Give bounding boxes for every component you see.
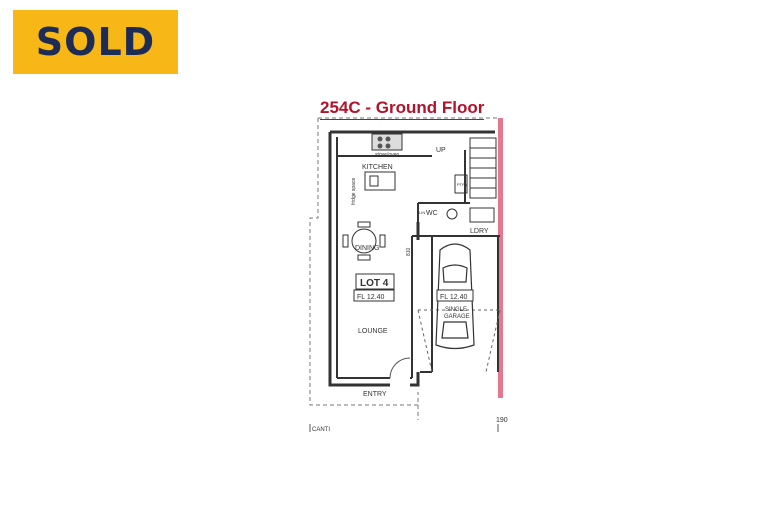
entry-door-swing [389,357,411,379]
plan-title: 254C - Ground Floor [320,98,485,120]
pantry [454,174,468,194]
eave-outline [309,117,500,420]
fridge-label: fridge space [351,178,357,205]
stove-label: stove/oven [375,152,399,158]
dining-table [342,221,386,261]
canti-label: CANTI [312,427,330,433]
sink-icon [369,175,379,187]
sold-label: SOLD [35,20,156,64]
linen-label: LIN [419,210,425,215]
lot-fl-label: FL 12.40 [357,294,384,301]
wc-label: WC [426,210,438,217]
lot-label-box [355,273,395,290]
garage-label-line1: SINGLE [445,307,467,313]
garage-fl-box [436,289,474,302]
stairs [469,137,497,199]
kitchen-label: KITCHEN [362,164,393,171]
sold-badge: SOLD [13,10,178,74]
exterior-walls [328,130,495,387]
garage-label-line2: GARAGE [444,314,470,320]
laundry-tub [469,207,495,223]
interior-walls [336,137,500,379]
boundary-line [498,118,503,398]
lot-fl-box [353,289,395,302]
lot-label: LOT 4 [360,278,389,289]
toilet-icon [446,208,458,220]
garage-fl-label: FL 12.40 [440,294,467,301]
opening-dimension: 810 [406,247,412,256]
car-outline [435,243,475,350]
entry-label: ENTRY [363,391,387,398]
dining-label: DINING [355,245,380,252]
right-dimension: 190 [496,417,508,424]
garage-door-swing [417,309,501,373]
stove-icon [377,136,391,149]
kitchen-island [364,171,396,191]
lounge-label: LOUNGE [358,328,388,335]
stairs-label: UP [436,147,446,154]
pantry-label: PTRY [457,182,468,187]
laundry-label: LDRY [470,228,489,235]
